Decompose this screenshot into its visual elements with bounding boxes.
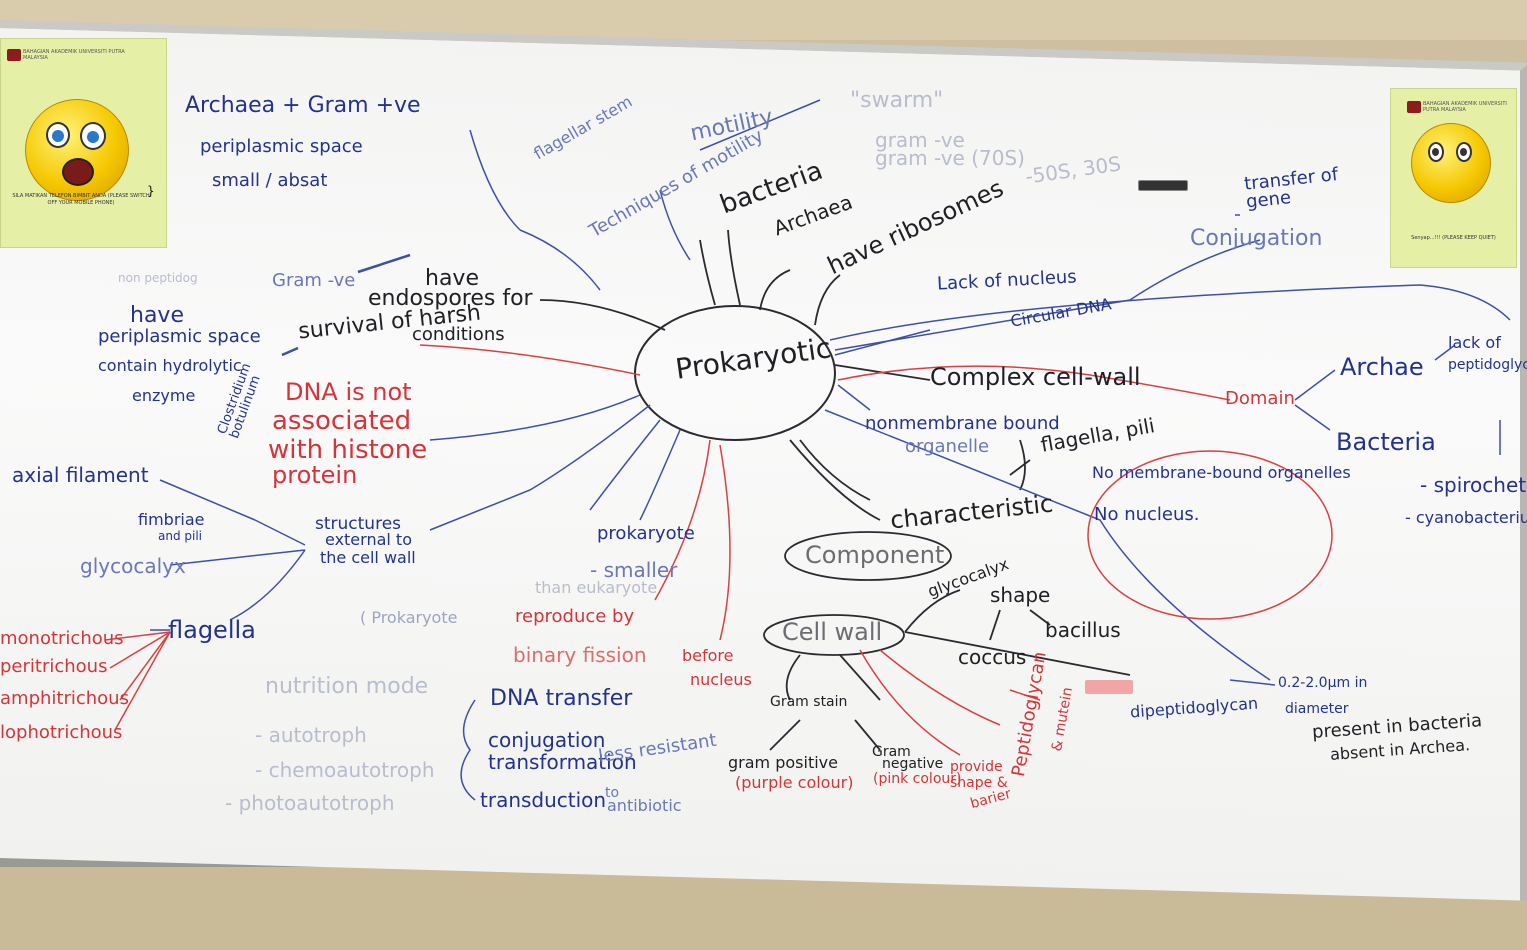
structures-2: external to bbox=[325, 530, 412, 549]
before-nucleus-1: before bbox=[682, 646, 734, 665]
dna-transfer-conjugation: conjugation bbox=[488, 728, 606, 752]
domain-label: Domain bbox=[1225, 388, 1295, 409]
spirochetes-label: - spirochetes bbox=[1420, 473, 1527, 497]
gram-positive-1: gram positive bbox=[728, 753, 838, 772]
have-periplasmic-2: periplasmic space bbox=[98, 326, 261, 347]
no-nucleus: No nucleus. bbox=[1094, 504, 1200, 525]
shape-label: shape bbox=[990, 583, 1051, 607]
before-nucleus-2: nucleus bbox=[690, 670, 752, 689]
left-poster-header: BAHAGIAN AKADEMIK UNIVERSITI PUTRA MALAY… bbox=[23, 49, 125, 61]
nutrition-1: nutrition mode bbox=[265, 674, 429, 699]
have-periplasmic-4: enzyme bbox=[132, 386, 196, 405]
gram-minus-70s: gram -ve (70S) bbox=[875, 146, 1025, 170]
right-poster: BAHAGIAN AKADEMIK UNIVERSITI PUTRA MALAY… bbox=[1390, 88, 1517, 268]
red-ellipse bbox=[1087, 450, 1333, 620]
nutrition-4: - photoautotroph bbox=[225, 791, 395, 815]
lack-peptido-1: lack of bbox=[1448, 333, 1501, 352]
reproduce-1: reproduce by bbox=[515, 606, 635, 627]
provide-2: shape & bbox=[950, 775, 1008, 791]
nutrition-2: - autotroph bbox=[255, 723, 367, 747]
endospores-2: endospores for bbox=[368, 286, 533, 311]
prokaryote-smaller-3: than eukaryote bbox=[535, 578, 658, 597]
flagella-left: flagella bbox=[168, 616, 256, 644]
topleft-small: small / absat bbox=[212, 170, 328, 191]
gram-negative-3: (pink colour) bbox=[873, 771, 962, 787]
no-membrane-bound: No membrane-bound organelles bbox=[1092, 463, 1351, 482]
component-label: Component bbox=[805, 541, 945, 569]
have-periplasmic-3: contain hydrolytic bbox=[98, 356, 242, 375]
shocked-phone-emoji-icon bbox=[25, 99, 129, 201]
component-ellipse bbox=[784, 531, 952, 581]
gram-ve-left: Gram -ve bbox=[272, 270, 356, 291]
less-resistant-2: to bbox=[605, 785, 620, 801]
conjugation-right: Conjugation bbox=[1190, 226, 1323, 251]
cyanobacterium-label: - cyanobacterium bbox=[1405, 508, 1527, 527]
center-ellipse bbox=[634, 305, 836, 441]
university-logo-icon-right bbox=[1407, 101, 1421, 113]
nonmembrane-1: nonmembrane bound bbox=[865, 413, 1060, 434]
prokaryote-smaller-1: prokaryote bbox=[597, 523, 695, 544]
lack-peptido-2: peptidoglycan bbox=[1448, 357, 1527, 373]
provide-1: provide bbox=[950, 759, 1003, 775]
fimbriae-1: fimbriae bbox=[138, 510, 205, 529]
diameter-2: diameter bbox=[1285, 701, 1349, 717]
board-magnet bbox=[1138, 180, 1188, 191]
gram-minus-label: gram -ve bbox=[875, 128, 965, 152]
topleft-archaea-line: Archaea + Gram +ve bbox=[185, 93, 421, 118]
eraser-smudge bbox=[1085, 680, 1133, 694]
reproduce-2: binary fission bbox=[513, 643, 647, 667]
bacillus-label: bacillus bbox=[1045, 618, 1121, 642]
right-poster-header: BAHAGIAN AKADEMIK UNIVERSITI PUTRA MALAY… bbox=[1423, 101, 1507, 113]
shush-emoji-icon bbox=[1411, 123, 1491, 203]
prokaryote-faint: ( Prokaryote bbox=[360, 608, 458, 627]
bacteria-right: Bacteria bbox=[1336, 428, 1436, 456]
gram-positive-2: (purple colour) bbox=[735, 773, 854, 792]
less-resistant-3: antibiotic bbox=[607, 796, 682, 815]
structures-1: structures bbox=[315, 514, 402, 534]
gram-negative-1: Gram bbox=[872, 744, 911, 760]
swarm-label: "swarm" bbox=[850, 88, 944, 113]
dna-histone-4: protein bbox=[272, 461, 358, 489]
flag-type-amphi: amphitrichous bbox=[0, 688, 129, 709]
flag-type-peri: peritrichous bbox=[0, 656, 108, 677]
prokaryote-smaller-2: - smaller bbox=[590, 558, 678, 582]
university-logo-icon bbox=[7, 49, 21, 61]
right-poster-caption: Senyap...!!! (PLEASE KEEP QUIET) bbox=[1411, 235, 1496, 241]
cell-wall-label: Cell wall bbox=[782, 618, 883, 646]
endospores-1: have bbox=[425, 266, 479, 291]
have-periplasmic-1: have bbox=[130, 303, 184, 328]
dna-transfer-transduction: transduction bbox=[480, 788, 607, 812]
fimbriae-2: and pili bbox=[158, 529, 203, 543]
coccus-label: coccus bbox=[958, 645, 1027, 669]
dna-histone-3: with histone bbox=[268, 435, 428, 465]
diameter-1: 0.2-2.0µm in bbox=[1278, 675, 1368, 691]
complex-cell-wall: Complex cell-wall bbox=[930, 363, 1141, 391]
dna-histone-2: associated bbox=[272, 406, 412, 436]
nonmembrane-2: organelle bbox=[905, 436, 990, 457]
gram-stain-label: Gram stain bbox=[770, 694, 848, 710]
dna-transfer-transformation: transformation bbox=[488, 750, 637, 774]
gram-negative-2: negative bbox=[882, 756, 944, 772]
flag-type-mono: monotrichous bbox=[0, 628, 124, 649]
endospores-4: conditions bbox=[412, 324, 505, 345]
left-poster-caption: SILA MATIKAN TELEFON BIMBIT ANDA (PLEASE… bbox=[12, 193, 150, 206]
left-poster: BAHAGIAN AKADEMIK UNIVERSITI PUTRA MALAY… bbox=[0, 38, 167, 248]
cellwall-ellipse bbox=[763, 614, 905, 656]
glycocalyx-left: glycocalyx bbox=[80, 554, 186, 578]
axial-filament: axial filament bbox=[12, 463, 149, 487]
non-peptidoglycan: non peptidog bbox=[118, 271, 198, 285]
structures-3: the cell wall bbox=[320, 548, 416, 567]
flag-type-lopho: lophotrichous bbox=[0, 722, 123, 743]
dna-transfer-title: DNA transfer bbox=[490, 686, 633, 711]
nutrition-3: - chemoautotroph bbox=[255, 758, 435, 782]
archae-right: Archae bbox=[1340, 353, 1424, 381]
dna-histone-1: DNA is not bbox=[285, 378, 412, 406]
topleft-periplasmic: periplasmic space bbox=[200, 136, 363, 157]
